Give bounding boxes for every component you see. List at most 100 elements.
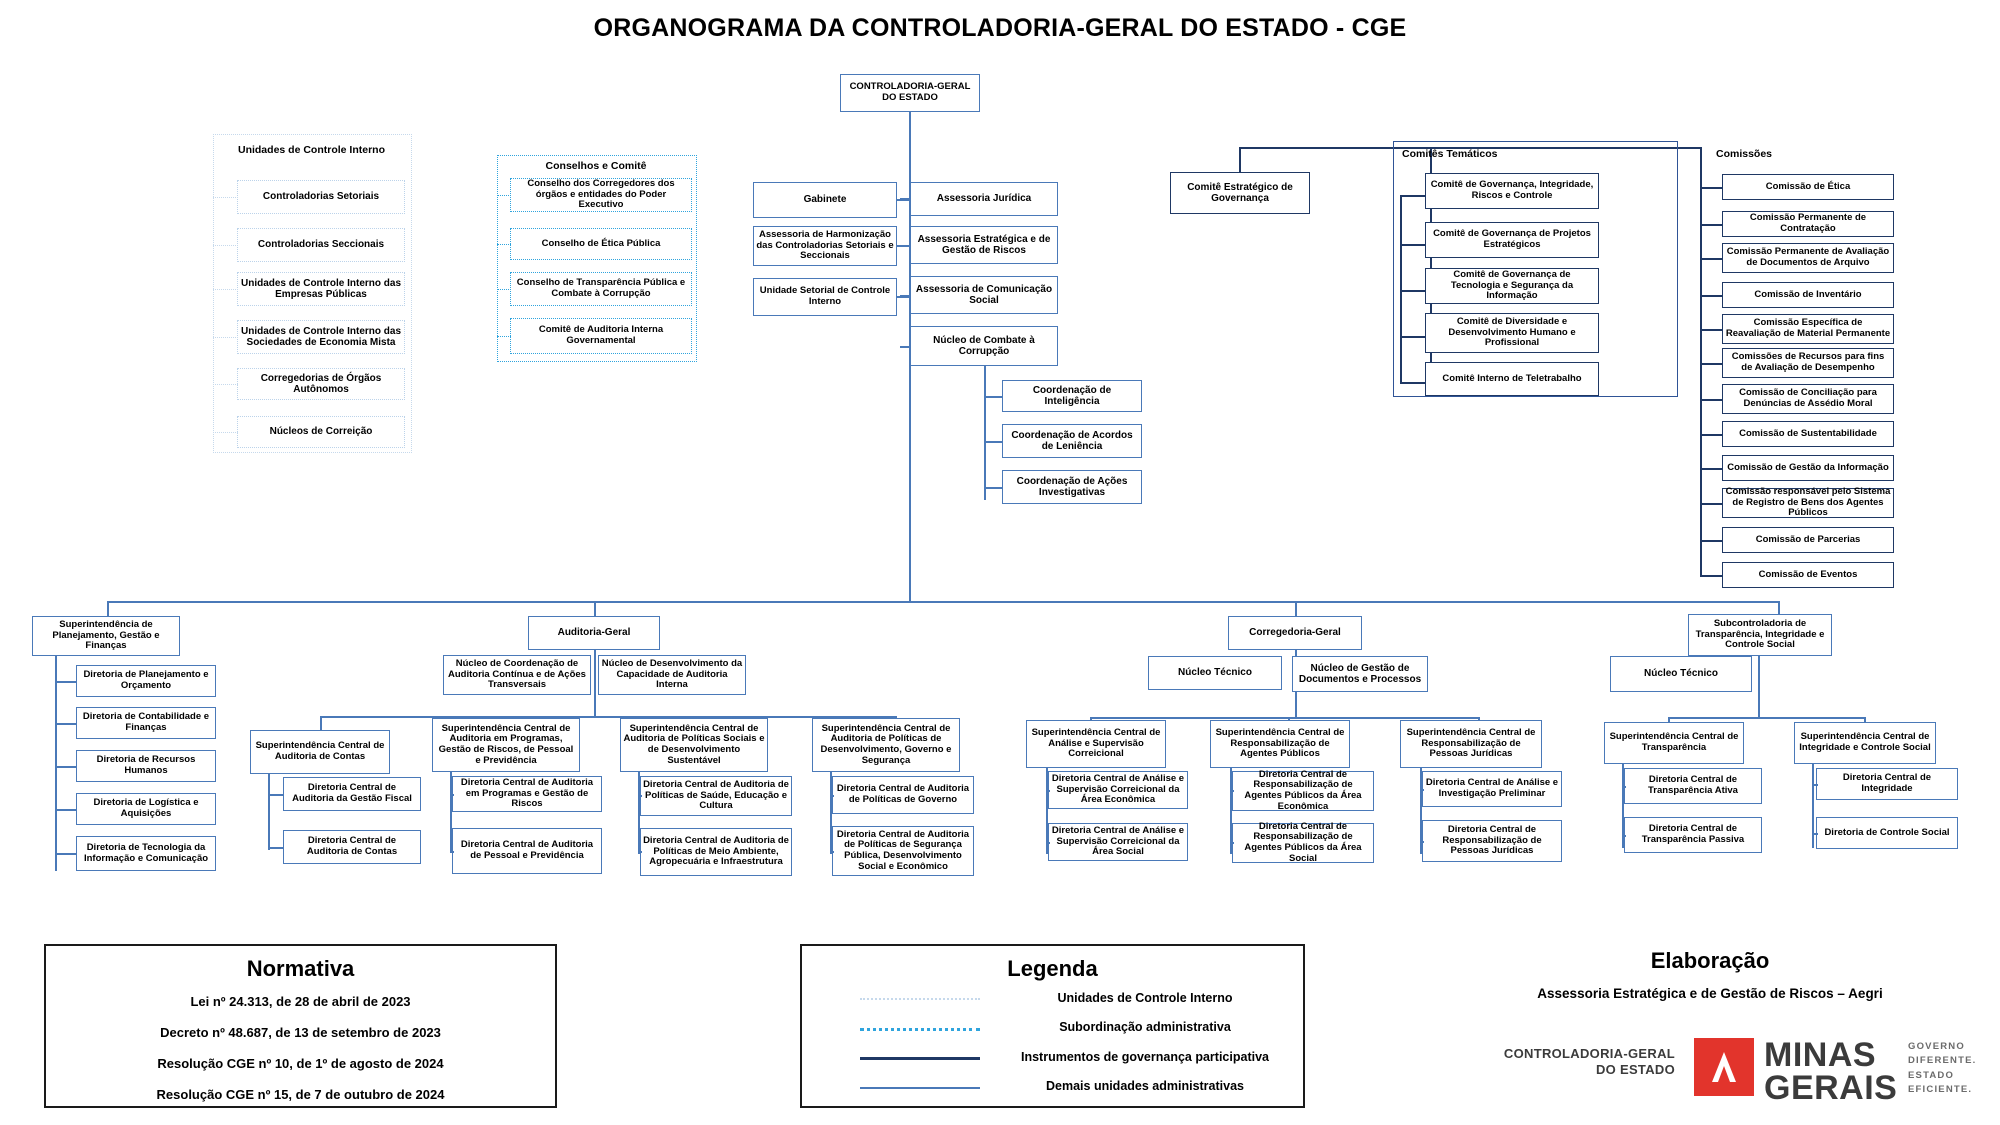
node-aud-sup-1-child-0: Diretoria Central de Auditoria em Progra… xyxy=(452,776,602,812)
node-plan-child-3: Diretoria de Logística e Aquisições xyxy=(76,793,216,825)
node-subctrl-sup-1-child-0-label: Diretoria Central de Integridade xyxy=(1842,772,1932,794)
connector-correg-sup-2-c0 xyxy=(1420,789,1424,791)
node-auditoria-nucleo-0-label: Núcleo de Coordenação de Auditoria Contí… xyxy=(448,658,586,691)
legenda-label-0: Unidades de Controle Interno xyxy=(1057,991,1233,1005)
group-comites-tematicos-label: Comitês Temáticos xyxy=(1402,148,1498,160)
group-comites-tematicos xyxy=(1393,141,1678,397)
node-uci-4: Corregedorias de Órgãos Autônomos xyxy=(237,368,405,400)
node-conselho-3-label: Comitê de Auditoria Interna Governamenta… xyxy=(538,324,664,346)
node-subctrl-sup-0-child-0: Diretoria Central de Transparência Ativa xyxy=(1624,768,1762,804)
node-comissao-7-label: Comissão de Sustentabilidade xyxy=(1739,427,1877,439)
node-correg-sup-2-child-0: Diretoria Central de Análise e Investiga… xyxy=(1422,771,1562,807)
node-correg-sup-1-child-0: Diretoria Central de Responsabilização d… xyxy=(1232,769,1374,811)
spine-aud-sup-drop-0 xyxy=(320,716,322,731)
node-correg-sup-2-child-1-label: Diretoria Central de Responsabilização d… xyxy=(1442,824,1542,857)
node-comissao-1: Comissão Permanente de Contratação xyxy=(1722,211,1894,237)
connector-nucleo-combate xyxy=(900,346,911,348)
node-comite-0-label: Comitê de Governança, Integridade, Risco… xyxy=(1430,179,1594,201)
node-unidade-setorial-label: Unidade Setorial de Controle Interno xyxy=(759,285,891,307)
spine-nucleo-combate xyxy=(984,366,986,500)
connector-comissao-9 xyxy=(1700,503,1723,505)
connector-aud-sup-2-c1 xyxy=(638,851,642,853)
spine-auditoria-sup-bar xyxy=(320,716,896,718)
connector-uci-0 xyxy=(213,197,238,198)
node-root: CONTROLADORIA-GERAL DO ESTADO xyxy=(840,74,980,112)
connector-conselho-1 xyxy=(497,244,511,245)
node-comite-3: Comitê de Diversidade e Desenvolvimento … xyxy=(1425,313,1599,353)
node-correg-sup-2-child-1: Diretoria Central de Responsabilização d… xyxy=(1422,820,1562,862)
node-subctrl-sup-0-child-0-label: Diretoria Central de Transparência Ativa xyxy=(1648,774,1738,796)
node-comissao-0: Comissão de Ética xyxy=(1722,174,1894,200)
node-aud-sup-2-child-1: Diretoria Central de Auditoria de Políti… xyxy=(640,828,792,876)
panel-legenda: Legenda Unidades de Controle Interno Sub… xyxy=(800,944,1305,1108)
minas-gerais-logo-icon xyxy=(1694,1038,1754,1096)
legenda-label-1: Subordinação administrativa xyxy=(1059,1020,1231,1034)
panel-normativa: Normativa Lei nº 24.313, de 28 de abril … xyxy=(44,944,557,1108)
node-correg-nucleo-0: Núcleo Técnico xyxy=(1148,656,1282,690)
node-aud-sup-3-child-0: Diretoria Central de Auditoria de Políti… xyxy=(832,776,974,814)
connector-aud-sup-1-c0 xyxy=(450,794,454,796)
legenda-swatch-3 xyxy=(860,1087,980,1089)
panel-elaboracao: Elaboração Assessoria Estratégica e de G… xyxy=(1440,944,1980,1114)
node-comite-4: Comitê Interno de Teletrabalho xyxy=(1425,362,1599,396)
connector-comissao-6 xyxy=(1700,399,1723,401)
connector-subctrl-sup-1-c1 xyxy=(1812,833,1818,835)
node-conselho-0: Conselho dos Corregedores dos órgãos e e… xyxy=(510,178,692,212)
node-conselho-1-label: Conselho de Ética Pública xyxy=(541,237,661,249)
node-subctrl-sup-0-child-1: Diretoria Central de Transparência Passi… xyxy=(1624,817,1762,853)
connector-correg-sup-2-c1 xyxy=(1420,841,1424,843)
node-subctrl-sup-1-child-1-label: Diretoria de Controle Social xyxy=(1824,826,1950,838)
connector-aud-sup-0-c0 xyxy=(268,794,284,796)
connector-plan-3 xyxy=(55,809,77,811)
node-comissao-1-label: Comissão Permanente de Contratação xyxy=(1749,212,1867,234)
node-uci-2-label: Unidades de Controle Interno das Empresa… xyxy=(240,277,402,300)
connector-comite-3 xyxy=(1400,336,1426,338)
node-correg-sup-2-label: Superintendência Central de Responsabili… xyxy=(1406,727,1536,760)
node-aud-sup-0-child-1: Diretoria Central de Auditoria de Contas xyxy=(283,830,421,864)
node-auditoria-nucleo-0: Núcleo de Coordenação de Auditoria Contí… xyxy=(443,655,591,695)
legenda-label-2: Instrumentos de governança participativa xyxy=(1021,1050,1269,1064)
logo-cge-text: CONTROLADORIA-GERAL DO ESTADO xyxy=(1460,1046,1675,1079)
node-plan-child-1-label: Diretoria de Contabilidade e Finanças xyxy=(82,711,210,733)
connector-plan-0 xyxy=(55,681,77,683)
legenda-swatch-0 xyxy=(860,998,980,1000)
spine-top-horizontal xyxy=(1239,147,1702,149)
node-comissao-10: Comissão de Parcerias xyxy=(1722,527,1894,553)
node-superintendencia-planejamento-label: Superintendência de Planejamento, Gestão… xyxy=(52,619,160,652)
group-conselhos-comite-label: Conselhos e Comitê xyxy=(545,160,647,172)
connector-comite-estrategico xyxy=(1239,148,1241,173)
node-comite-1: Comitê de Governança de Projetos Estraté… xyxy=(1425,222,1599,258)
spine-subctrl-sup-1-vertical xyxy=(1812,764,1814,848)
spine-aud-sup-1-vertical xyxy=(450,772,452,852)
node-comite-3-label: Comitê de Diversidade e Desenvolvimento … xyxy=(1448,316,1576,349)
connector-aud-sup-2-c0 xyxy=(638,795,642,797)
node-coord-investigativas: Coordenação de Ações Investigativas xyxy=(1002,470,1142,504)
normativa-item-3: Resolução CGE nº 15, de 7 de outubro de … xyxy=(156,1087,445,1102)
logo-cge-line1: CONTROLADORIA-GERAL xyxy=(1503,1046,1675,1061)
node-comissao-5: Comissões de Recursos para fins de Avali… xyxy=(1722,348,1894,378)
connector-comite-0 xyxy=(1400,195,1426,197)
node-aud-sup-1-label: Superintendência Central de Auditoria em… xyxy=(438,722,574,766)
logo-minas-gerais-text: MINAS GERAIS xyxy=(1764,1038,1897,1105)
group-unidades-controle-interno xyxy=(213,134,412,453)
node-plan-child-4-label: Diretoria de Tecnologia da Informação e … xyxy=(83,841,209,864)
node-assessoria-juridica: Assessoria Jurídica xyxy=(910,182,1058,216)
logo-cge-line2: DO ESTADO xyxy=(1595,1062,1675,1078)
spine-aud-sup-2-vertical xyxy=(638,772,640,854)
node-comissao-9-label: Comissão responsável pelo Sistema de Reg… xyxy=(1725,486,1891,519)
connector-comite-1 xyxy=(1400,244,1426,246)
connector-uci-2 xyxy=(213,289,238,290)
connector-coord-1 xyxy=(984,441,1003,443)
node-comissao-4-label: Comissão Específica de Reavaliação de Ma… xyxy=(1725,317,1891,339)
connector-aud-sup-3-c1 xyxy=(830,851,834,853)
connector-correg-sup-1-c0 xyxy=(1230,790,1234,792)
logo-gov-line2: DIFERENTE. xyxy=(1908,1055,1977,1067)
node-correg-sup-0-child-0: Diretoria Central de Análise e Supervisã… xyxy=(1048,771,1188,809)
node-comite-estrategico: Comitê Estratégico de Governança xyxy=(1170,172,1310,214)
spine-auditoria-vertical xyxy=(594,650,596,717)
node-subctrl-nucleo-0-label: Núcleo Técnico xyxy=(1644,668,1718,680)
connector-comissao-7 xyxy=(1700,434,1723,436)
node-aud-sup-1: Superintendência Central de Auditoria em… xyxy=(432,718,580,772)
node-aud-sup-0-label: Superintendência Central de Auditoria de… xyxy=(255,740,385,762)
